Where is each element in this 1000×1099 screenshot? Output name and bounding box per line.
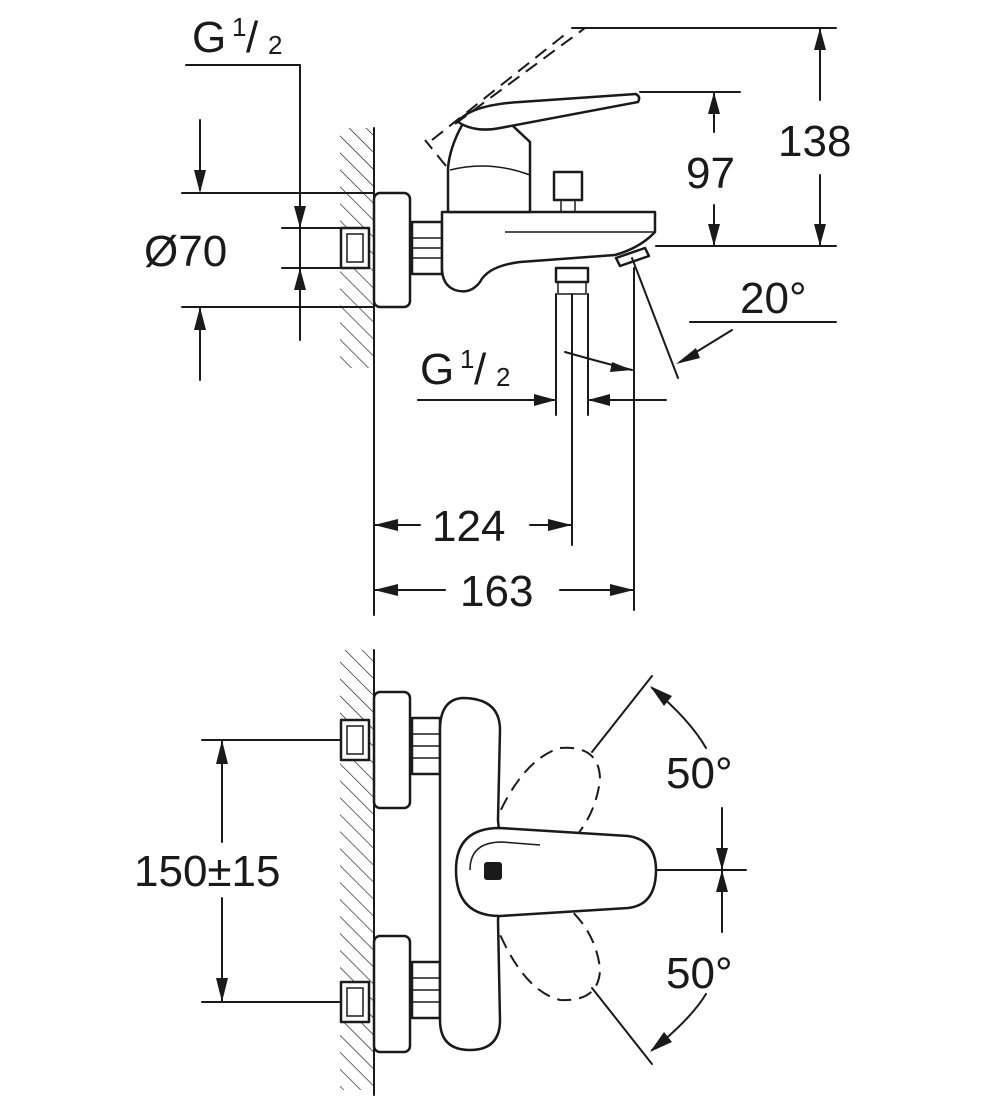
wall-top [340, 127, 375, 616]
lever-alt-down [491, 904, 602, 1002]
lever-alt-position [424, 27, 586, 167]
label-total-depth: 163 [460, 567, 533, 616]
diverter-button [552, 170, 584, 202]
label-g-bottom-num: 1 [460, 344, 474, 374]
wall-flange [372, 191, 412, 309]
label-g-top-num: 1 [232, 12, 246, 42]
front-view [201, 649, 747, 1096]
bottom-outlet [554, 266, 590, 284]
label-g-top: G [192, 13, 226, 62]
mixer-body [440, 210, 657, 293]
label-height-handle: 97 [686, 149, 735, 198]
wall-bottom [340, 649, 375, 1096]
label-inlet-spacing: 150±15 [134, 847, 281, 896]
lever-alt-up [491, 746, 602, 849]
lower-flange [372, 934, 412, 1054]
label-diameter: Ø70 [144, 227, 227, 276]
handle-lever [456, 92, 641, 131]
label-handle-angle-down: 50° [666, 949, 733, 998]
svg-text:/: / [246, 13, 259, 62]
label-handle-angle-up: 50° [666, 749, 733, 798]
temperature-indicator [484, 862, 502, 880]
svg-text:/: / [474, 345, 487, 394]
label-height-total: 138 [778, 117, 851, 166]
upper-flange [372, 690, 412, 810]
side-view [181, 27, 837, 616]
label-g-bottom: G [420, 345, 454, 394]
label-g-top-den: 2 [268, 30, 282, 60]
label-g-bottom-den: 2 [496, 362, 510, 392]
aerator [614, 246, 651, 268]
label-spout-angle: 20° [740, 274, 807, 323]
label-outlet-distance: 124 [432, 502, 505, 551]
